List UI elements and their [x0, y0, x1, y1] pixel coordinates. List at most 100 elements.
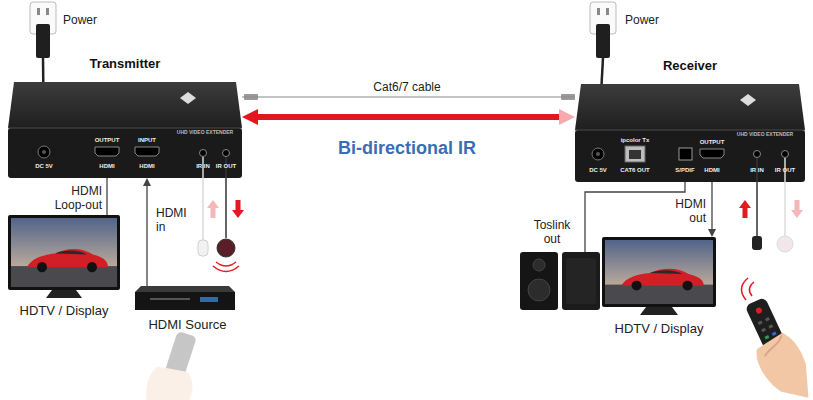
ir-emitter-right: [777, 236, 793, 252]
cable-line: [242, 97, 575, 98]
ir-emitter-left: [213, 262, 239, 272]
ir-receiver-right: [739, 200, 751, 218]
hand-remote-right: [758, 320, 763, 324]
connector-label: Bi-directional IR: [297, 137, 517, 159]
transmitter-housing: [8, 128, 242, 129]
receiver-housing: [700, 149, 724, 158]
source-box: HDMI Source: [135, 286, 240, 310]
ir-signal-waves: [741, 278, 754, 300]
signal-arrow: [711, 182, 712, 229]
port-label: CAT6 OUT: [620, 167, 650, 173]
port-label: HDMI: [139, 163, 154, 169]
speaker-pair: [520, 252, 600, 310]
receiver-housing: [592, 148, 604, 160]
hdmi-source-player: [150, 298, 190, 300]
connector-label: Cat6/7 cable: [327, 80, 487, 94]
transmitter-housing: [8, 82, 242, 178]
hdtv-display-right: [640, 307, 678, 315]
cable-line: [585, 182, 685, 252]
receiver-box: Receiver: [575, 84, 805, 182]
hand-remote-right: [751, 329, 813, 400]
power-outlet-right: [596, 24, 610, 58]
hand-remote-right: [755, 307, 763, 315]
hdmi-source-player: [200, 297, 218, 302]
hand-remote-right: [772, 332, 777, 336]
transmitter-housing: [8, 128, 242, 178]
port-label: IR IN: [750, 167, 764, 173]
power-label: Power: [625, 14, 659, 26]
ir-receiver-left: [198, 240, 208, 256]
speaker-pair: [566, 258, 596, 304]
model-strip: UHD VIDEO EXTENDER: [737, 132, 793, 137]
connector-label: HDMI out: [668, 197, 706, 225]
transmitter-housing: [8, 82, 242, 128]
port-label: INPUT: [138, 137, 156, 143]
ir-emitter-left: [217, 239, 235, 257]
receiver-housing: [754, 151, 761, 158]
ir-receiver-right: [752, 236, 762, 250]
receiver-housing: [575, 130, 805, 131]
speaker-pair: [562, 252, 600, 310]
hand-remote-right: [765, 317, 770, 321]
power-outlet-left: [37, 8, 40, 15]
port-label: DC 5V: [35, 163, 53, 169]
hand-remote-left: [136, 361, 198, 400]
connector-group: [107, 97, 712, 286]
ir-emitter-right: [791, 200, 803, 218]
display-box: HDTV / Display: [8, 215, 120, 290]
hand-remote-left: [136, 327, 209, 400]
port-label: IR IN: [196, 163, 210, 169]
hdtv-display-left: [8, 215, 120, 298]
hdtv-display-right: [602, 237, 716, 307]
transmitter-box: Transmitter: [8, 82, 242, 178]
hdtv-display-right: [602, 237, 716, 315]
ir-emitter-right: [777, 158, 803, 252]
ir-emitter-left: [225, 157, 227, 238]
hdtv-display-left: [11, 218, 117, 287]
hand-remote-right: [734, 293, 813, 400]
receiver-housing: [575, 84, 805, 182]
connector-label: HDMI in: [156, 206, 194, 234]
receiver-housing: [625, 146, 645, 162]
device-caption: HDTV / Display: [8, 303, 120, 319]
hdtv-display-left: [8, 215, 120, 290]
transmitter-housing: [135, 147, 159, 156]
ir-receiver-left: [202, 157, 204, 240]
ir-signal-waves: [741, 278, 754, 300]
port-label: IR OUT: [216, 163, 236, 169]
connector-label: HDMI Loop-out: [46, 184, 102, 212]
ir-receiver-right: [756, 158, 758, 236]
port-caption: Toslink out: [526, 218, 578, 246]
port-label: ipcolor Tx: [621, 137, 650, 143]
ir-emitter-left: [213, 157, 244, 272]
display-box: HDTV / Display: [602, 237, 716, 307]
port-label: DC 5V: [589, 167, 607, 173]
receiver-housing: [575, 84, 805, 130]
ir-emitter-right: [784, 158, 786, 236]
power-outlet-left: [46, 8, 49, 15]
speaker-pair: [533, 259, 545, 271]
ir-receiver-left: [207, 200, 219, 218]
port-label: S/PDIF: [675, 167, 694, 173]
hdtv-display-right: [605, 240, 713, 304]
power-outlet-right: [606, 8, 609, 15]
receiver-housing: [596, 152, 600, 156]
power-label: Power: [63, 14, 97, 26]
hdtv-display-left: [46, 290, 82, 298]
cable-line: [106, 178, 107, 215]
device-heading: Transmitter: [8, 56, 242, 72]
hand-remote-right: [760, 335, 787, 356]
port-label: OUTPUT: [700, 139, 725, 145]
hdmi-source-player: [135, 286, 235, 292]
transmitter-housing: [38, 146, 50, 158]
power-outlet-left: [36, 24, 50, 58]
transmitter-housing: [42, 150, 46, 154]
device-caption: HDMI Source: [135, 317, 240, 333]
hand-remote-right: [764, 335, 769, 339]
receiver-housing: [679, 148, 692, 160]
receiver-housing: [782, 151, 789, 158]
